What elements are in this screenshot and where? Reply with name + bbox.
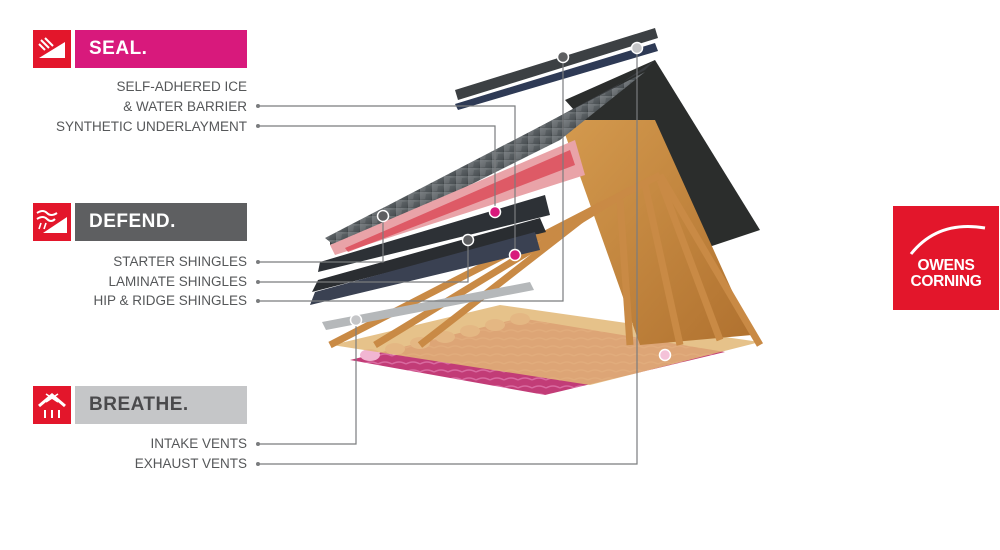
label-ice-barrier-line1: SELF-ADHERED ICE	[116, 79, 247, 94]
label-ice-barrier-line2: & WATER BARRIER	[123, 99, 247, 114]
section-breathe: BREATHE.	[33, 386, 247, 424]
attic-floor-joists	[332, 305, 760, 385]
owens-corning-logo: OWENS CORNING	[893, 206, 999, 310]
ridge-cap-top	[455, 28, 658, 100]
synthetic-underlayment	[330, 140, 585, 255]
blue-underlayment	[310, 232, 540, 305]
section-seal: SEAL.	[33, 30, 247, 68]
callout-markers	[349, 41, 672, 362]
laminate-shingles	[325, 72, 645, 250]
marker-insulation	[658, 348, 672, 362]
logo-line2: CORNING	[910, 273, 982, 290]
marker-intake	[349, 313, 363, 327]
leader-underlayment	[258, 125, 496, 212]
logo-text: OWENS CORNING	[893, 258, 999, 290]
logo-line1: OWENS	[917, 257, 975, 274]
label-underlayment: SYNTHETIC UNDERLAYMENT	[55, 119, 247, 134]
marker-starter	[376, 209, 390, 223]
marker-hip-ridge	[556, 50, 570, 64]
drip-edge	[322, 282, 534, 330]
label-exhaust: EXHAUST VENTS	[134, 456, 247, 471]
section-title: DEFEND.	[75, 203, 247, 241]
ridge-cap-blue	[455, 43, 658, 110]
label-starter: STARTER SHINGLES	[113, 254, 247, 269]
ice-dam-icon	[33, 30, 71, 68]
leader-exhaust	[258, 48, 638, 465]
leader-intake	[258, 320, 357, 445]
marker-exhaust	[630, 41, 644, 55]
leader-ice-barrier	[258, 105, 516, 255]
section-title: SEAL.	[75, 30, 247, 68]
leader-hip-ridge	[258, 57, 564, 302]
starter-shingle-strip	[312, 218, 546, 292]
section-defend: DEFEND.	[33, 203, 247, 241]
underlayment-print	[345, 150, 575, 252]
label-hip-ridge: HIP & RIDGE SHINGLES	[93, 293, 247, 308]
wind-rain-icon	[33, 203, 71, 241]
marker-underlayment	[488, 205, 502, 219]
marker-ice-barrier	[508, 248, 522, 262]
leader-starter	[258, 216, 384, 263]
label-intake: INTAKE VENTS	[150, 436, 247, 451]
ventilation-icon	[33, 386, 71, 424]
callout-lines	[258, 48, 638, 465]
label-bullets	[256, 104, 260, 466]
label-laminate: LAMINATE SHINGLES	[108, 274, 247, 289]
marker-laminate	[461, 233, 475, 247]
leader-laminate	[258, 240, 469, 283]
section-title: BREATHE.	[75, 386, 247, 424]
